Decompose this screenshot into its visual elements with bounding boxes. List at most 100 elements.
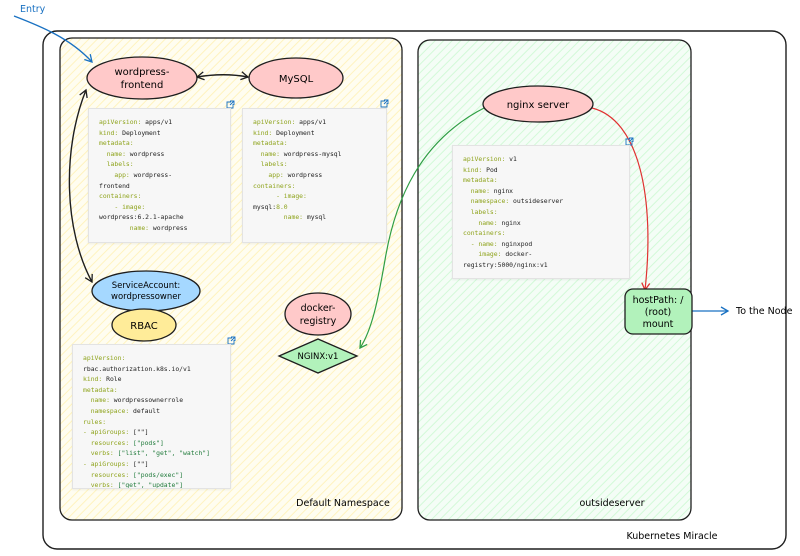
code-token: apiVersion: (463, 155, 510, 163)
external-link-icon[interactable] (380, 99, 389, 108)
host-path-line-3: mount (643, 319, 674, 330)
code-token: ["pods/exec"] (133, 470, 184, 479)
code-token: default (133, 406, 160, 415)
code-line: namespace: default (83, 406, 220, 417)
code-token: name: (253, 149, 284, 158)
code-token: verbs: (83, 449, 118, 458)
mysql-node[interactable]: MySQL (248, 57, 344, 99)
docker-registry-node[interactable]: docker- registry (284, 292, 352, 336)
code-token: wordpress (152, 223, 188, 232)
code-line: mysql:8.0 (253, 202, 376, 213)
code-line: kind: Pod (463, 165, 619, 176)
code-token: registry:5000/nginx:v1 (463, 260, 548, 269)
to-node-label: To the Node (735, 306, 793, 317)
nginx-image-node[interactable]: NGINX:v1 (277, 338, 359, 374)
code-token: mysql (306, 213, 327, 222)
code-token: containers: (99, 192, 142, 201)
nginx-image-label: NGINX:v1 (298, 352, 339, 362)
docker-registry-line-2: registry (300, 316, 337, 327)
code-line: - name: nginxpod (463, 239, 619, 250)
code-line: resources: ["pods"] (83, 438, 220, 449)
code-token: apiVersion: (253, 118, 300, 126)
default-namespace-label: Default Namespace (296, 498, 390, 509)
code-token: name: (83, 396, 114, 405)
code-line: labels: (253, 159, 376, 170)
code-line: name: wordpress-mysql (253, 149, 376, 160)
service-account-line-1: ServiceAccount: (112, 281, 181, 291)
code-token: nginx (501, 218, 521, 227)
code-token: name: (253, 213, 307, 222)
code-token: kind: (99, 128, 123, 137)
code-token: - image: (99, 202, 146, 211)
code-token: containers: (253, 181, 296, 190)
host-path-node[interactable]: hostPath: / (root) mount (624, 288, 693, 335)
code-token: wordpress (129, 149, 165, 158)
host-path-line-2: (root) (645, 307, 671, 318)
wordpress-mysql-link (195, 71, 250, 81)
code-line: labels: (99, 159, 220, 170)
code-token: metadata: (463, 176, 498, 185)
code-token: kind: (463, 165, 487, 174)
code-token: wordpress-mysql (283, 149, 342, 158)
code-line: rbac.authorization.k8s.io/v1 (83, 364, 220, 375)
code-line: wordpress:6.2.1-apache (99, 212, 220, 223)
code-token: resources: (83, 470, 134, 479)
code-token: name: (463, 186, 494, 195)
code-line: apiVersion: apps/v1 (99, 117, 220, 128)
code-line: app: wordpress- (99, 170, 220, 181)
code-line: metadata: (253, 138, 376, 149)
code-line: containers: (463, 228, 619, 239)
code-line: apiVersion: v1 (463, 154, 619, 165)
code-line: - image: (99, 202, 220, 213)
service-account-node[interactable]: ServiceAccount: wordpressowner (91, 270, 201, 312)
code-token: namespace: (83, 406, 134, 415)
code-token: Role (106, 375, 122, 384)
code-line: - apiGroups: [""] (83, 427, 220, 438)
code-token: outsideserver (513, 197, 564, 206)
code-token: apps/v1 (299, 118, 327, 126)
nginx-server-node[interactable]: nginx server (482, 85, 594, 123)
code-token: apiVersion: (99, 118, 146, 126)
code-token: Pod (486, 165, 498, 174)
code-token: v1 (509, 155, 517, 163)
rbac-node[interactable]: RBAC (111, 308, 177, 342)
mysql-label: MySQL (279, 74, 314, 85)
code-line: namespace: outsideserver (463, 196, 619, 207)
code-token: name: (99, 149, 130, 158)
code-token: app: (99, 170, 134, 179)
code-token: kind: (83, 375, 107, 384)
wordpress-frontend-node[interactable]: wordpress- frontend (86, 56, 198, 100)
nginx-hostpath-arrow (591, 107, 651, 292)
code-token: - image: (253, 192, 307, 201)
code-token: labels: (463, 207, 498, 216)
entry-label: Entry (20, 4, 46, 15)
code-token: - apiGroups: (83, 459, 134, 468)
code-line: rules: (83, 417, 220, 428)
code-line: name: wordpress (99, 149, 220, 160)
code-token: 8.0 (276, 202, 288, 211)
cluster-boundary (42, 30, 787, 550)
code-token: image: (463, 250, 506, 259)
code-token: apiVersion: (83, 354, 126, 362)
code-token: ["list", "get", "watch"] (117, 449, 210, 458)
code-line: metadata: (83, 385, 220, 396)
code-line: apiVersion: (83, 353, 220, 364)
code-token: Deployment (276, 128, 315, 137)
code-line: - image: (253, 191, 376, 202)
code-token: metadata: (253, 139, 288, 148)
host-path-line-1: hostPath: / (633, 295, 685, 306)
code-token: labels: (253, 160, 288, 169)
code-token: Deployment (122, 128, 161, 137)
code-line: - apiGroups: [""] (83, 459, 220, 470)
code-token: namespace: (463, 197, 514, 206)
code-token: frontend (99, 181, 130, 190)
code-line: resources: ["pods/exec"] (83, 470, 220, 481)
nginx-server-label: nginx server (507, 100, 570, 111)
code-token: docker- (505, 250, 533, 259)
code-token: - apiGroups: (83, 428, 134, 437)
code-line: containers: (253, 181, 376, 192)
code-line: name: wordpressownerrole (83, 395, 220, 406)
code-token: verbs: (83, 481, 118, 489)
